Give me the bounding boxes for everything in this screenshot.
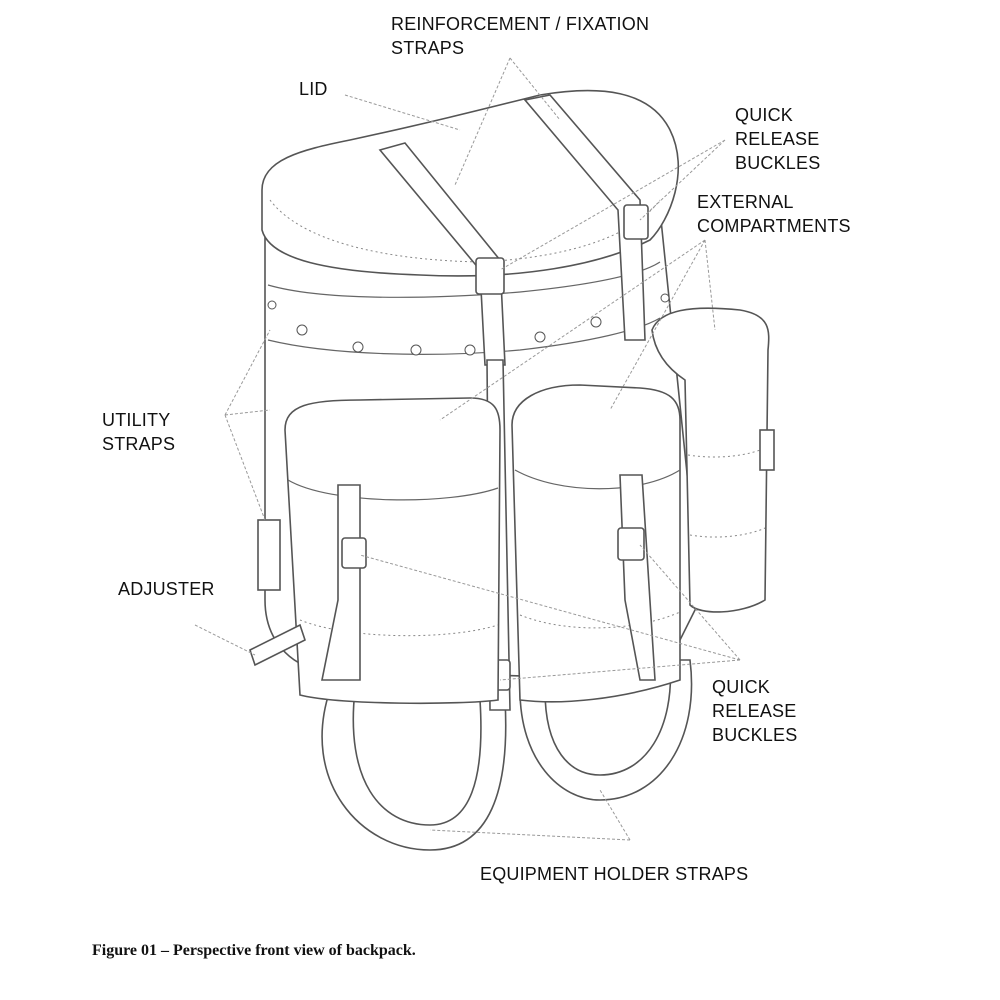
- top-strap-right: [523, 94, 646, 341]
- label-line: RELEASE: [735, 129, 820, 149]
- compartment-stitching: [689, 527, 766, 538]
- adjuster: [249, 623, 306, 667]
- label-line: EQUIPMENT HOLDER STRAPS: [480, 864, 749, 884]
- label-line: BUCKLES: [735, 153, 821, 173]
- label-line: LID: [299, 79, 328, 99]
- pocket-strap-middle: [619, 474, 656, 681]
- quick-release-buckle-top-left: [475, 257, 505, 295]
- label-quick-release-bottom: QUICK RELEASE BUCKLES: [712, 675, 797, 747]
- label-equipment-holder-straps: EQUIPMENT HOLDER STRAPS: [480, 862, 748, 886]
- label-external-compartments: EXTERNAL COMPARTMENTS: [697, 190, 851, 238]
- pocket-stitching: [519, 611, 681, 629]
- label-utility-straps: UTILITY STRAPS: [102, 408, 175, 456]
- label-line: STRAPS: [102, 434, 176, 454]
- label-line: ADJUSTER: [118, 579, 215, 599]
- label-line: BUCKLES: [712, 725, 798, 745]
- external-compartment-middle: [511, 384, 681, 703]
- quick-release-buckle-middle-pocket: [617, 527, 645, 561]
- leader-lines: [194, 57, 741, 841]
- label-line: QUICK: [735, 105, 794, 125]
- label-adjuster: ADJUSTER: [118, 577, 215, 601]
- equipment-strap-right: [519, 659, 693, 801]
- figure-caption: Figure 01 – Perspective front view of ba…: [92, 942, 416, 959]
- external-compartment-right: [651, 307, 770, 613]
- label-line: RELEASE: [712, 701, 797, 721]
- label-line: EXTERNAL: [697, 192, 794, 212]
- pocket-strap-left: [321, 484, 361, 681]
- label-line: COMPARTMENTS: [697, 216, 851, 236]
- label-line: UTILITY: [102, 410, 171, 430]
- label-line: QUICK: [712, 677, 771, 697]
- quick-release-buckle-top-right: [623, 204, 649, 240]
- pocket-stitching: [299, 619, 499, 637]
- equipment-strap-left: [321, 689, 507, 851]
- label-line: REINFORCEMENT / FIXATION: [391, 14, 650, 34]
- label-quick-release-top: QUICK RELEASE BUCKLES: [735, 103, 820, 175]
- utility-strap: [257, 519, 281, 591]
- label-lid: LID: [299, 77, 328, 101]
- label-reinforcement-straps: REINFORCEMENT / FIXATION STRAPS: [391, 12, 649, 60]
- grommets: [267, 293, 670, 356]
- external-compartment-left: [284, 397, 501, 705]
- pocket-flap-edge: [287, 479, 499, 501]
- pocket-flap-edge: [514, 469, 681, 490]
- label-line: STRAPS: [391, 38, 465, 58]
- lid-stitching: [269, 199, 661, 263]
- side-buckle: [759, 429, 775, 471]
- quick-release-buckle-left-pocket: [341, 537, 367, 569]
